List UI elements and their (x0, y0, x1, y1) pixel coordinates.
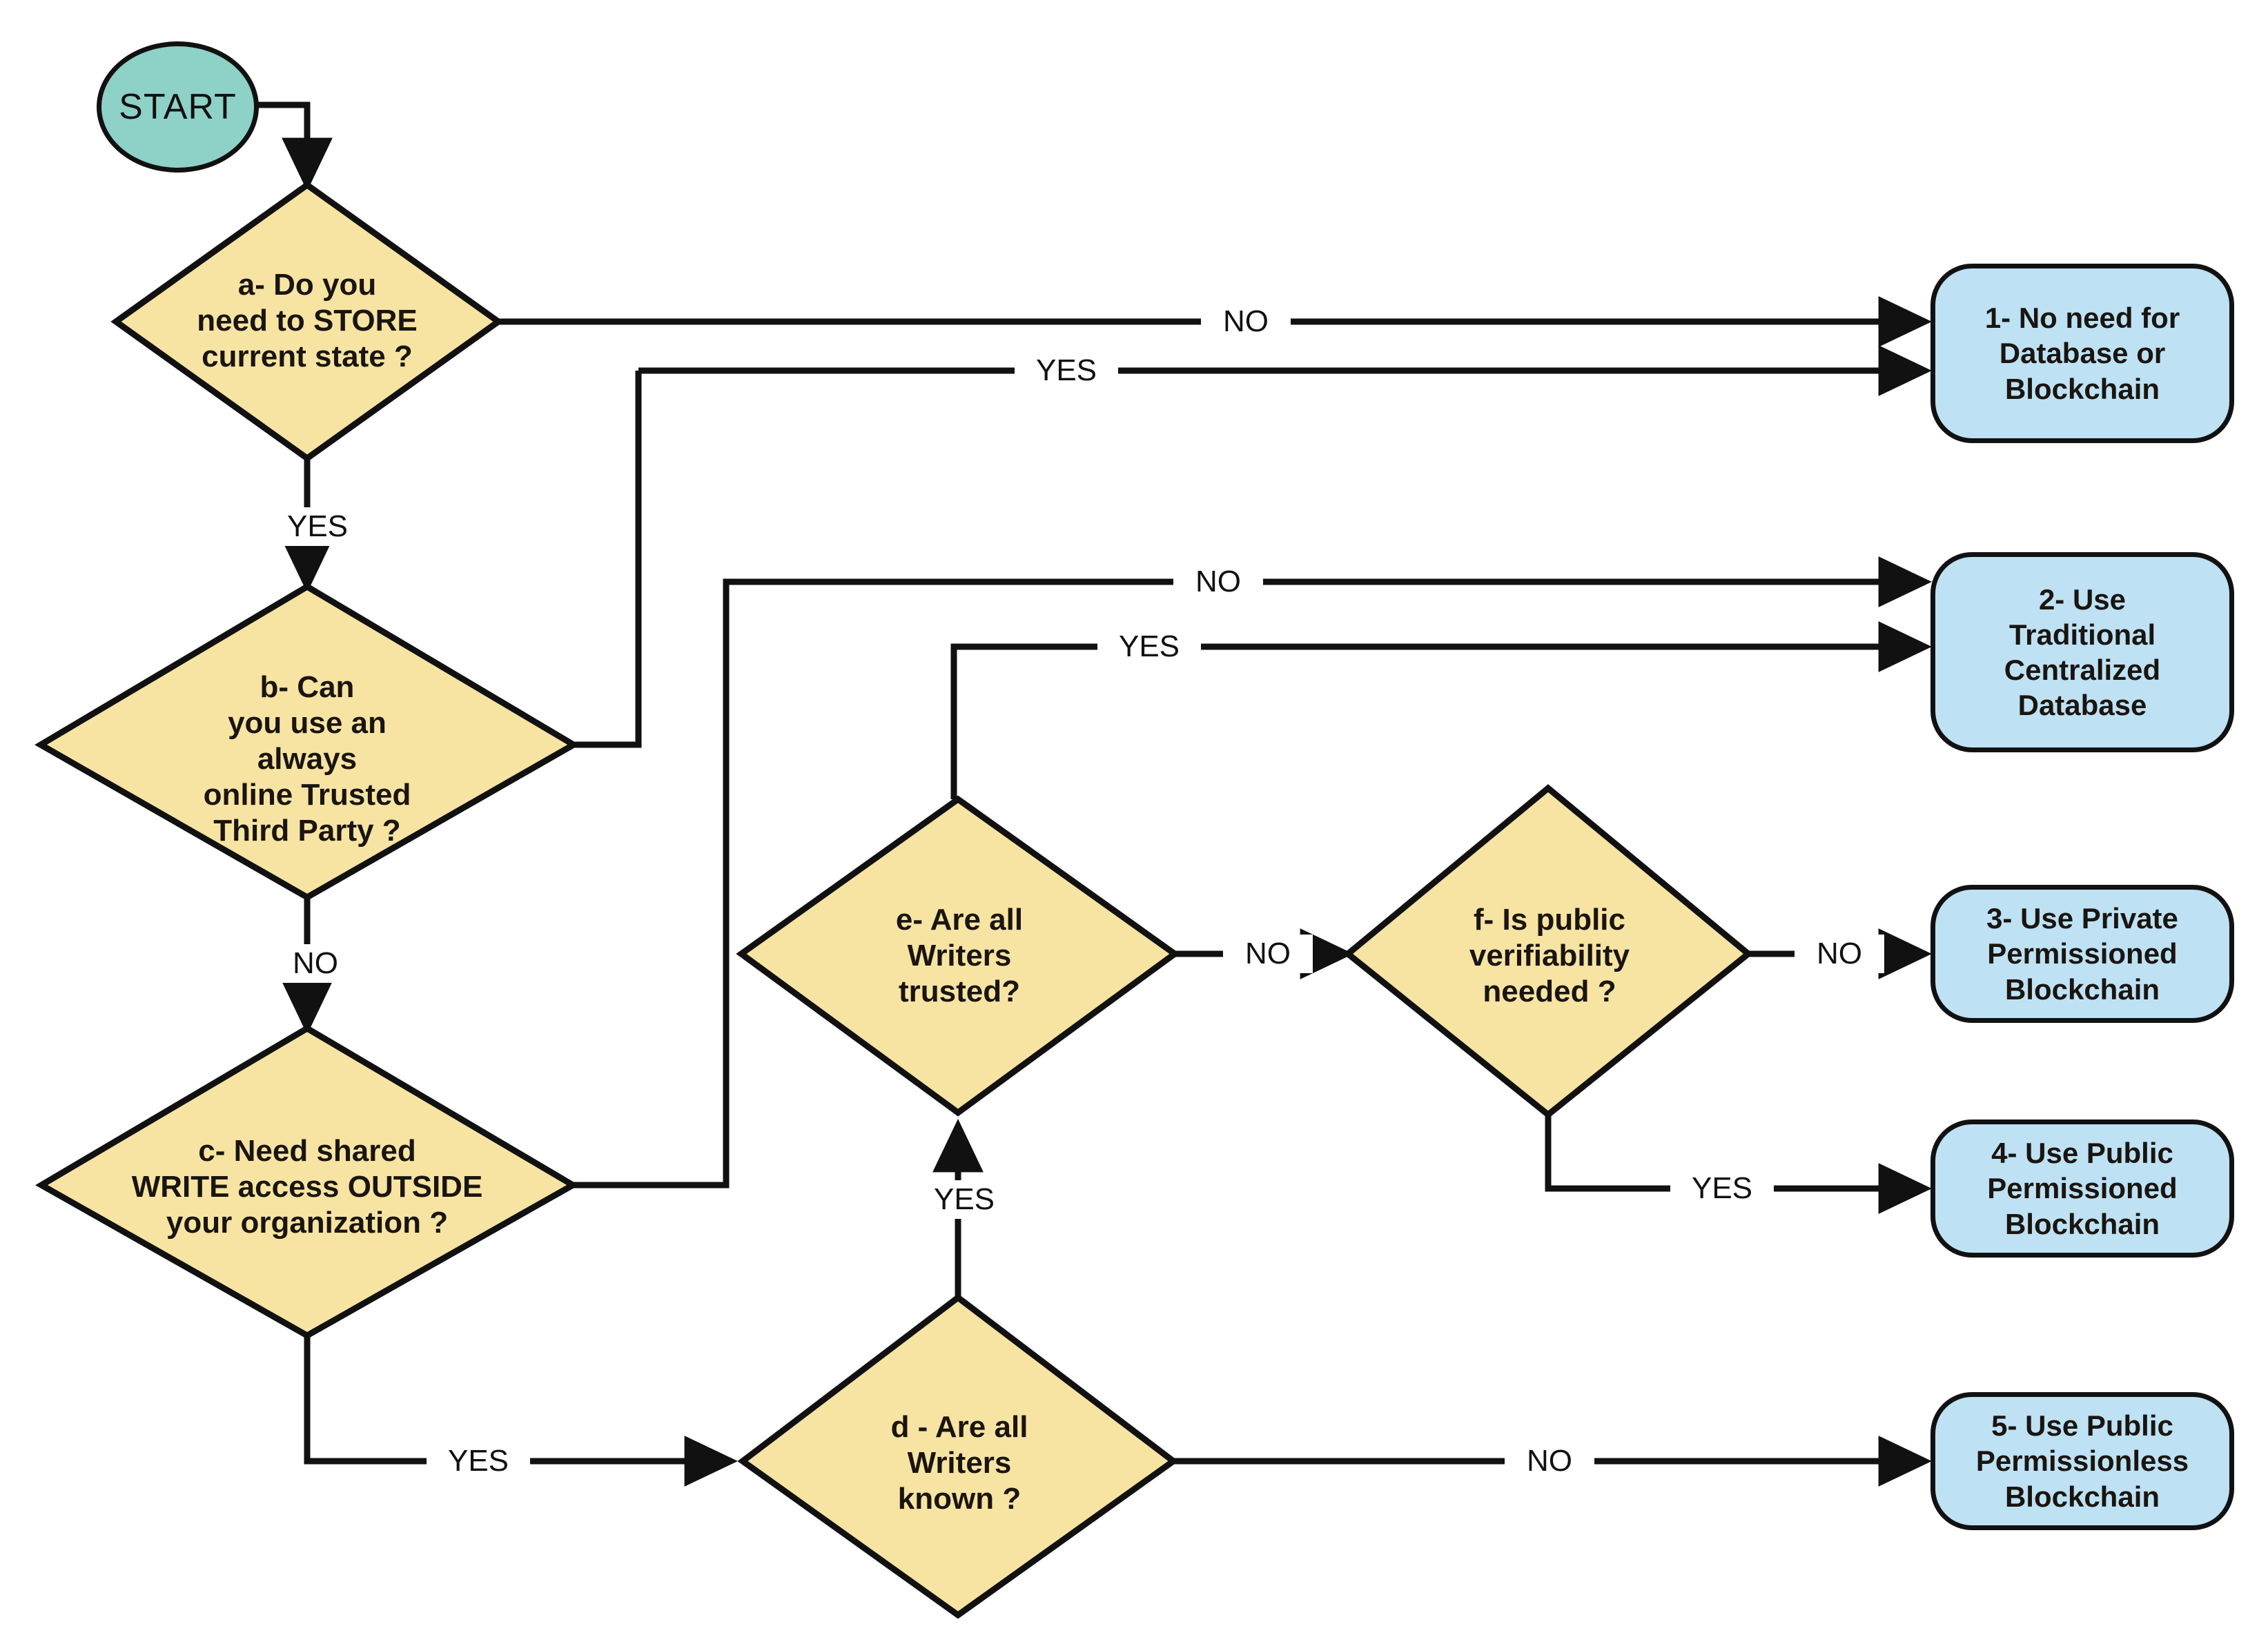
edge-label-c-yes: YES (427, 1442, 530, 1480)
terminal-1[interactable]: 1- No need for Database or Blockchain (1930, 264, 2234, 443)
edge-label-b-no: NO (271, 944, 360, 983)
terminal-2[interactable]: 2- Use Traditional Centralized Database (1930, 552, 2234, 752)
terminal-3[interactable]: 3- Use Private Permissioned Blockchain (1930, 885, 2234, 1023)
start-node[interactable]: START (97, 41, 259, 173)
edge-label-d-yes: YES (912, 1180, 1016, 1219)
terminal-4[interactable]: 4- Use Public Permissioned Blockchain (1930, 1119, 2234, 1258)
edge-label-e-yes: YES (1097, 627, 1201, 666)
edge-c-no-to-r2 (573, 556, 1933, 1189)
decision-c-shape[interactable] (35, 1024, 579, 1340)
edge-label-f-no: NO (1795, 935, 1884, 973)
edge-f-yes-to-r4 (1545, 1115, 1933, 1214)
decision-e-shape[interactable] (736, 795, 1180, 1117)
edge-label-d-no: NO (1505, 1442, 1594, 1480)
terminal-5[interactable]: 5- Use Public Permissionless Blockchain (1930, 1392, 2234, 1530)
edge-label-e-no: NO (1223, 935, 1313, 973)
edge-label-a-yes: YES (266, 507, 369, 546)
edge-label-c-no: NO (1173, 563, 1263, 601)
decision-d-shape[interactable] (737, 1293, 1179, 1619)
decision-b-shape[interactable] (35, 583, 580, 901)
edge-b-right-riser (574, 371, 642, 748)
decision-a-shape[interactable] (110, 181, 504, 462)
edge-c-yes-to-d (304, 1336, 739, 1487)
start-label: START (119, 87, 237, 127)
edge-e-yes-to-r2 (950, 621, 1933, 799)
decision-f-shape[interactable] (1342, 784, 1754, 1119)
edge-label-b-yes: YES (1015, 351, 1118, 390)
edge-label-f-yes: YES (1670, 1169, 1774, 1208)
edge-label-a-no: NO (1201, 302, 1291, 341)
